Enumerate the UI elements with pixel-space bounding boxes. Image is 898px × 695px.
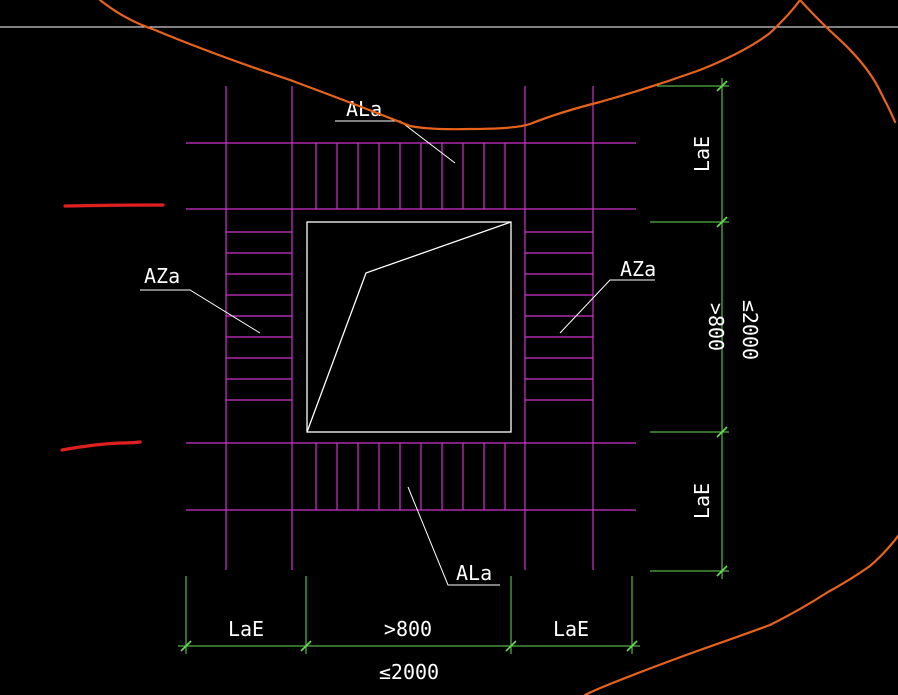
label-aza-left: AZa (144, 264, 180, 288)
leader-aza-right (559, 279, 655, 334)
dim-bottom-left: LaE (228, 617, 264, 641)
leader-ala-bottom (407, 486, 500, 586)
dimension-bottom (178, 576, 640, 654)
dim-right-total: ≤2000 (738, 300, 762, 360)
leader-ala-top (335, 120, 456, 164)
label-ala-bottom: ALa (456, 561, 492, 585)
leader-lines (140, 120, 655, 586)
ala-top-stirrups (315, 143, 506, 209)
dim-right-top: LaE (690, 136, 714, 172)
markup-strokes (60, 0, 898, 695)
ala-bottom-stirrups (315, 443, 506, 510)
dimension-right (650, 78, 729, 579)
dim-bottom-middle: >800 (384, 617, 432, 641)
markup-orange-right-top (798, 0, 897, 124)
opening-outline (306, 221, 512, 433)
rebar-grid (186, 86, 636, 570)
dim-right-middle: >800 (704, 303, 728, 351)
markup-orange-right-bottom (583, 534, 898, 695)
dim-bottom-total: ≤2000 (379, 660, 439, 684)
label-aza-right: AZa (620, 257, 656, 281)
markup-orange-top-curve (98, 0, 802, 131)
opening-diagonal-polyline (306, 221, 512, 433)
markup-red-lower (60, 440, 142, 452)
aza-left-stirrups (226, 231, 292, 401)
dim-right-bottom: LaE (690, 483, 714, 519)
markup-red-upper (63, 203, 165, 208)
aza-right-stirrups (525, 231, 593, 401)
leader-aza-left (140, 289, 261, 334)
dim-bottom-right: LaE (553, 617, 589, 641)
